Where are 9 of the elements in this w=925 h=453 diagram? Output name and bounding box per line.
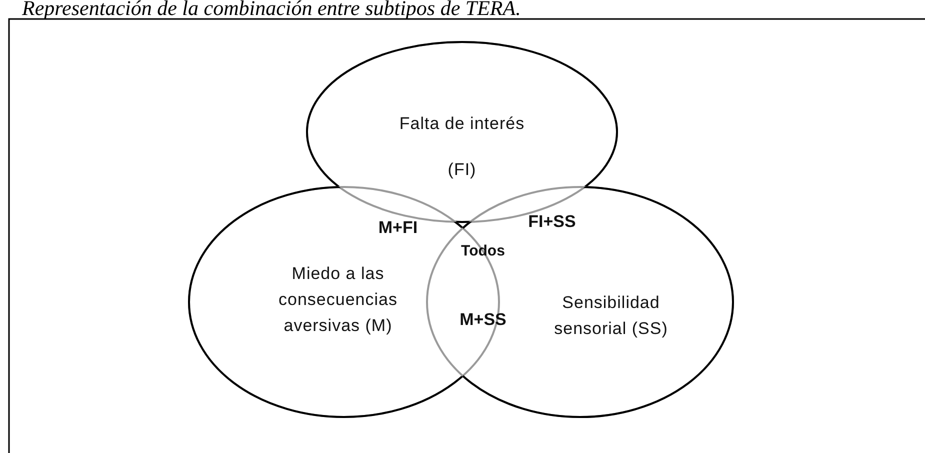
circle-label: (FI) xyxy=(446,159,478,181)
figure-title: Representación de la combinación entre subtipos de TERA. xyxy=(22,0,521,21)
overlap-label: M+SS xyxy=(460,310,506,330)
overlap-label: FI+SS xyxy=(528,212,576,232)
overlap-label: Todos xyxy=(461,242,505,260)
circle-label: Sensibilidad sensorial (SS) xyxy=(553,292,669,340)
circle-label: Miedo a las consecuencias aversivas (M) xyxy=(278,263,398,337)
overlap-label: M+FI xyxy=(378,218,418,238)
circle-label: Falta de interés xyxy=(398,113,526,135)
